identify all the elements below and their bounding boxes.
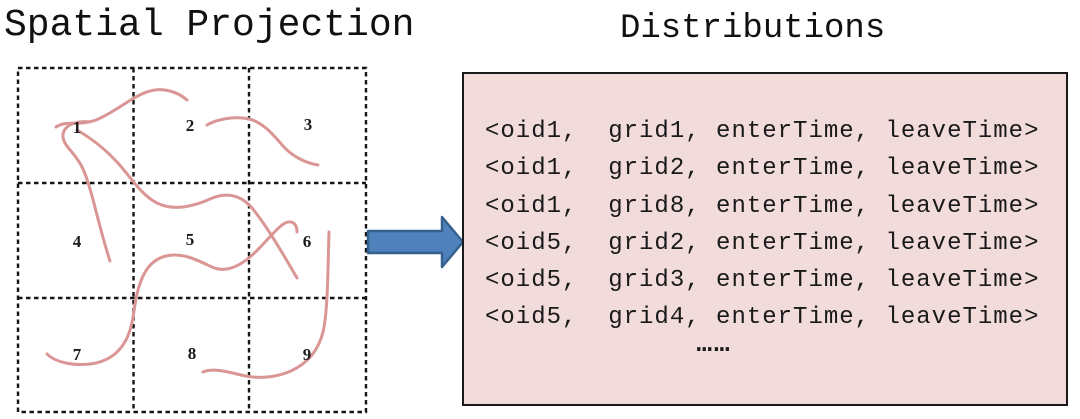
- tuple-list: <oid1, grid1, enterTime, leaveTime> <oid…: [485, 113, 1039, 337]
- distributions-box: <oid1, grid1, enterTime, leaveTime> <oid…: [462, 72, 1068, 406]
- grid-cell-1: 1: [72, 118, 82, 137]
- trajectories: [45, 88, 331, 379]
- grid-cell-3: 3: [303, 115, 313, 134]
- ellipsis-row: ……: [696, 329, 732, 359]
- grid-cell-9: 9: [302, 345, 312, 364]
- trajectory-path: [45, 220, 299, 366]
- grid-cell-4: 4: [72, 232, 82, 251]
- tuple-row: <oid1, grid2, enterTime, leaveTime>: [485, 155, 1040, 183]
- spatial-grid: [16, 66, 368, 414]
- tuple-row: <oid5, grid4, enterTime, leaveTime>: [485, 304, 1040, 332]
- tuple-row: <oid1, grid1, enterTime, leaveTime>: [485, 118, 1040, 145]
- grid-cell-8: 8: [187, 344, 197, 363]
- trajectory-path: [75, 128, 299, 280]
- grid-cell-2: 2: [185, 116, 195, 135]
- trajectory-path: [61, 120, 112, 263]
- tuple-row: <oid1, grid8, enterTime, leaveTime>: [485, 192, 1040, 220]
- distributions-title: Distributions: [620, 10, 886, 48]
- grid-cell-7: 7: [72, 345, 82, 364]
- grid-cell-6: 6: [302, 232, 312, 251]
- tuple-row: <oid5, grid2, enterTime, leaveTime>: [485, 229, 1040, 257]
- grid-cell-5: 5: [185, 230, 195, 249]
- tuple-row: <oid5, grid3, enterTime, leaveTime>: [485, 267, 1040, 295]
- spatial-projection-title: Spatial Projection: [4, 4, 415, 47]
- projection-arrow: [366, 215, 465, 269]
- trajectory-path: [205, 116, 320, 167]
- trajectory-path: [201, 230, 331, 379]
